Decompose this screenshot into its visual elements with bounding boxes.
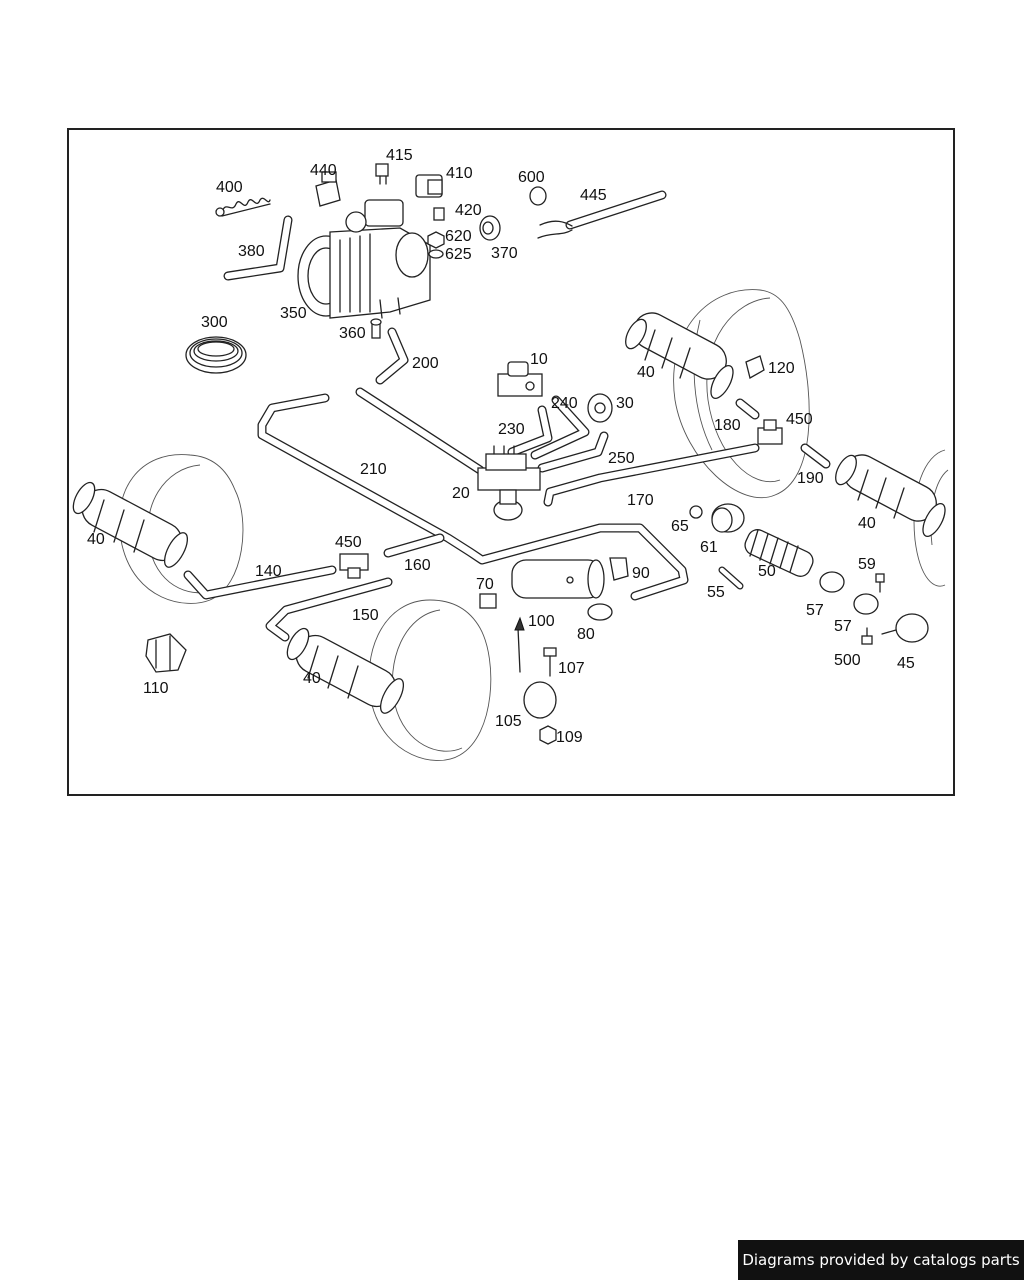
air-spring-front-left (72, 481, 189, 568)
ref-label-190: 190 (797, 470, 824, 487)
fuse-415 (375, 163, 389, 185)
ref-label-110: 110 (143, 680, 169, 697)
distribution-valve-20 (477, 445, 541, 521)
air-spring-rear-left (286, 627, 405, 714)
ref-label-415: 415 (386, 147, 413, 164)
ref-label-57: 57 (834, 618, 852, 635)
ref-label-90: 90 (632, 565, 650, 582)
ref-label-140: 140 (255, 563, 282, 580)
ref-label-80: 80 (577, 626, 595, 643)
ref-label-59: 59 (858, 556, 876, 573)
ref-label-380: 380 (238, 243, 265, 260)
ring-600 (529, 186, 547, 206)
ref-label-40: 40 (858, 515, 876, 532)
ref-label-445: 445 (580, 187, 607, 204)
ref-label-40: 40 (637, 364, 655, 381)
stud-360 (370, 318, 382, 339)
ref-label-61: 61 (700, 539, 718, 556)
ref-label-150: 150 (352, 607, 379, 624)
ref-label-45: 45 (897, 655, 915, 672)
clamp-57b (853, 593, 879, 615)
ref-label-300: 300 (201, 314, 228, 331)
fitting-65 (689, 505, 703, 519)
nut-620 (427, 231, 445, 249)
footer-badge: Diagrams provided by catalogs parts (738, 1240, 1024, 1280)
ref-label-200: 200 (412, 355, 439, 372)
footer-text: Diagrams provided by catalogs parts (742, 1251, 1020, 1269)
ref-label-180: 180 (714, 417, 741, 434)
tee-450-left (339, 553, 369, 579)
clip-120 (745, 355, 765, 379)
connector-420 (433, 207, 445, 221)
bellows-50 (744, 529, 814, 577)
air-lines (183, 190, 831, 673)
pipe-coil-300 (185, 336, 247, 374)
ref-label-230: 230 (498, 421, 525, 438)
strap-105 (523, 681, 557, 719)
ref-label-170: 170 (627, 492, 654, 509)
ref-label-40: 40 (303, 670, 321, 687)
ref-label-40: 40 (87, 531, 105, 548)
cap-370 (479, 215, 501, 241)
ref-label-65: 65 (671, 518, 689, 535)
bolt-500 (861, 627, 873, 645)
tee-450-right (757, 419, 783, 445)
ref-label-50: 50 (758, 563, 776, 580)
ref-label-350: 350 (280, 305, 307, 322)
ref-label-250: 250 (608, 450, 635, 467)
ref-label-600: 600 (518, 169, 545, 186)
elbow-80 (587, 603, 613, 621)
bolt-107 (543, 647, 557, 677)
cover-45 (881, 613, 929, 643)
ref-label-370: 370 (491, 245, 518, 262)
ref-label-100: 100 (528, 613, 555, 630)
compressor-assembly (297, 199, 431, 319)
fitting-70 (479, 593, 497, 609)
ref-label-410: 410 (446, 165, 473, 182)
ref-label-30: 30 (616, 395, 634, 412)
fitting-440 (315, 171, 341, 207)
ref-label-20: 20 (452, 485, 470, 502)
bracket-110 (145, 633, 187, 673)
coil-400 (215, 197, 271, 217)
ref-label-450: 450 (335, 534, 362, 551)
ref-label-440: 440 (310, 162, 337, 179)
air-spring-rear-right (835, 454, 946, 537)
nut-109 (539, 725, 557, 745)
ref-label-625: 625 (445, 246, 472, 263)
ref-label-400: 400 (216, 179, 243, 196)
ref-label-240: 240 (551, 395, 578, 412)
valve-block-10 (497, 361, 543, 397)
reservoir-100 (511, 559, 605, 599)
ref-label-105: 105 (495, 713, 522, 730)
relay-410 (415, 174, 443, 198)
sleeve-61 (711, 503, 745, 533)
ref-label-70: 70 (476, 576, 494, 593)
ref-label-360: 360 (339, 325, 366, 342)
bolt-59 (875, 573, 885, 593)
ref-label-160: 160 (404, 557, 431, 574)
sensor-30 (587, 393, 613, 423)
washer-625 (428, 249, 444, 259)
ref-label-500: 500 (834, 652, 861, 669)
tire-front-right (673, 289, 810, 499)
ref-label-107: 107 (558, 660, 585, 677)
ref-label-210: 210 (360, 461, 387, 478)
ref-label-450: 450 (786, 411, 813, 428)
ref-label-120: 120 (768, 360, 795, 377)
ref-label-420: 420 (455, 202, 482, 219)
ref-label-109: 109 (556, 729, 583, 746)
ref-label-57: 57 (806, 602, 824, 619)
pin-55 (718, 566, 744, 590)
fitting-90 (609, 557, 629, 581)
air-spring-front-right (625, 312, 734, 399)
ref-label-10: 10 (530, 351, 548, 368)
ref-label-55: 55 (707, 584, 725, 601)
clamp-57a (819, 571, 845, 593)
ref-label-620: 620 (445, 228, 472, 245)
